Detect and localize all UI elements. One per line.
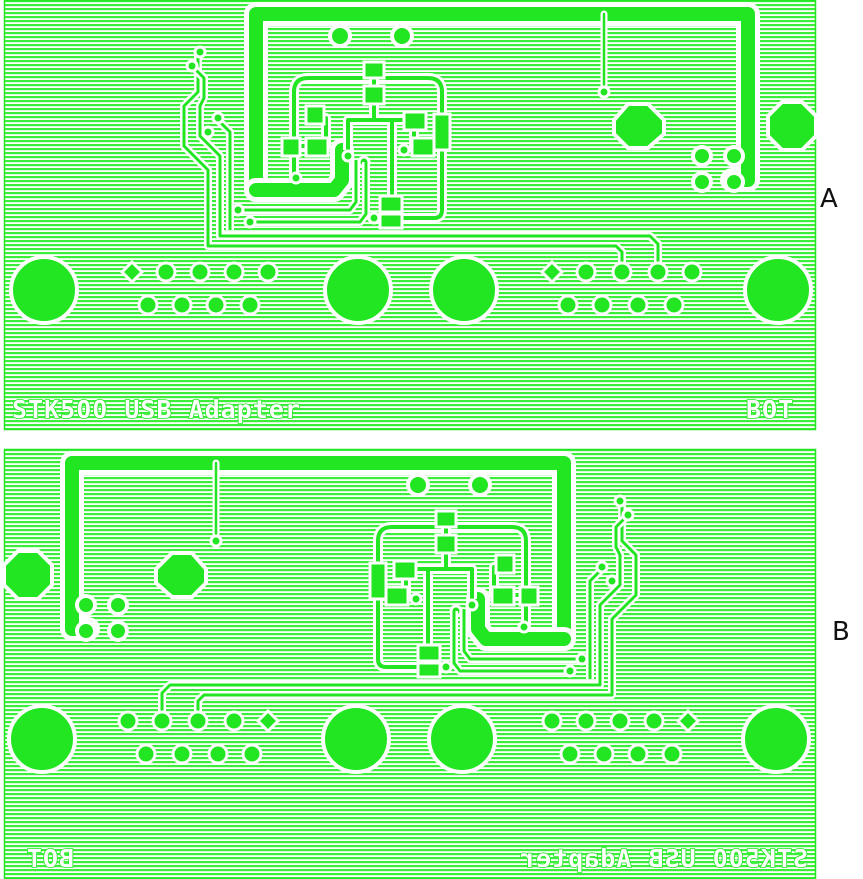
board-panel-b: STK500 USB Adapter BOT xyxy=(4,449,816,879)
board-artwork-b xyxy=(4,449,816,879)
panel-label-a: A xyxy=(820,184,838,214)
board-panel-a: STK500 USB Adapter BOT xyxy=(4,0,816,430)
panel-label-b: B xyxy=(832,617,850,647)
board-title-a: STK500 USB Adapter xyxy=(12,395,301,424)
side-text-a: BOT xyxy=(746,395,794,424)
board-title-b: STK500 USB Adapter xyxy=(519,844,808,873)
side-text-b: BOT xyxy=(26,844,74,873)
board-artwork-a xyxy=(4,0,816,430)
